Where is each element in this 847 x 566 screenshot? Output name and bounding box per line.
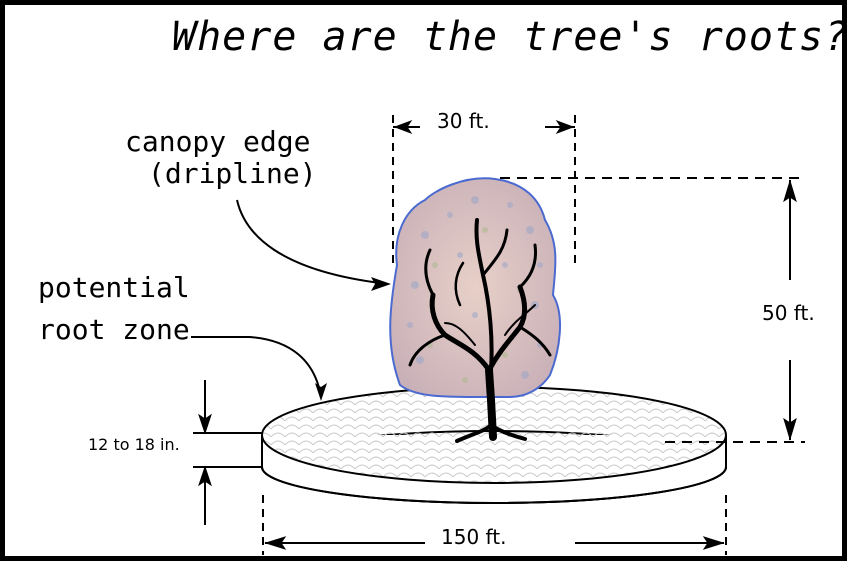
root-spread-value: 150 ft. (441, 525, 507, 549)
dripline-label: (dripline) (148, 157, 317, 190)
root-zone-leader (191, 336, 327, 401)
canopy-edge-label: canopy edge (125, 125, 311, 158)
tree-height-value: 50 ft. (762, 301, 815, 325)
diagram-svg (191, 115, 805, 555)
root-depth-value: 12 to 18 in. (88, 435, 180, 454)
root-spread-dimension (262, 495, 727, 555)
canopy-edge-leader (236, 199, 391, 291)
tree-trunk (408, 218, 552, 443)
canopy-width-value: 30 ft. (437, 109, 490, 133)
diagram-title: Where are the tree's roots? (172, 14, 847, 60)
potential-label: potential (38, 271, 190, 304)
root-depth-dimension (193, 380, 263, 525)
canopy-width-dimension (392, 115, 576, 267)
root-zone-label: root zone (38, 313, 190, 346)
tree-height-dimension (500, 177, 805, 443)
tree-canopy (389, 177, 562, 398)
